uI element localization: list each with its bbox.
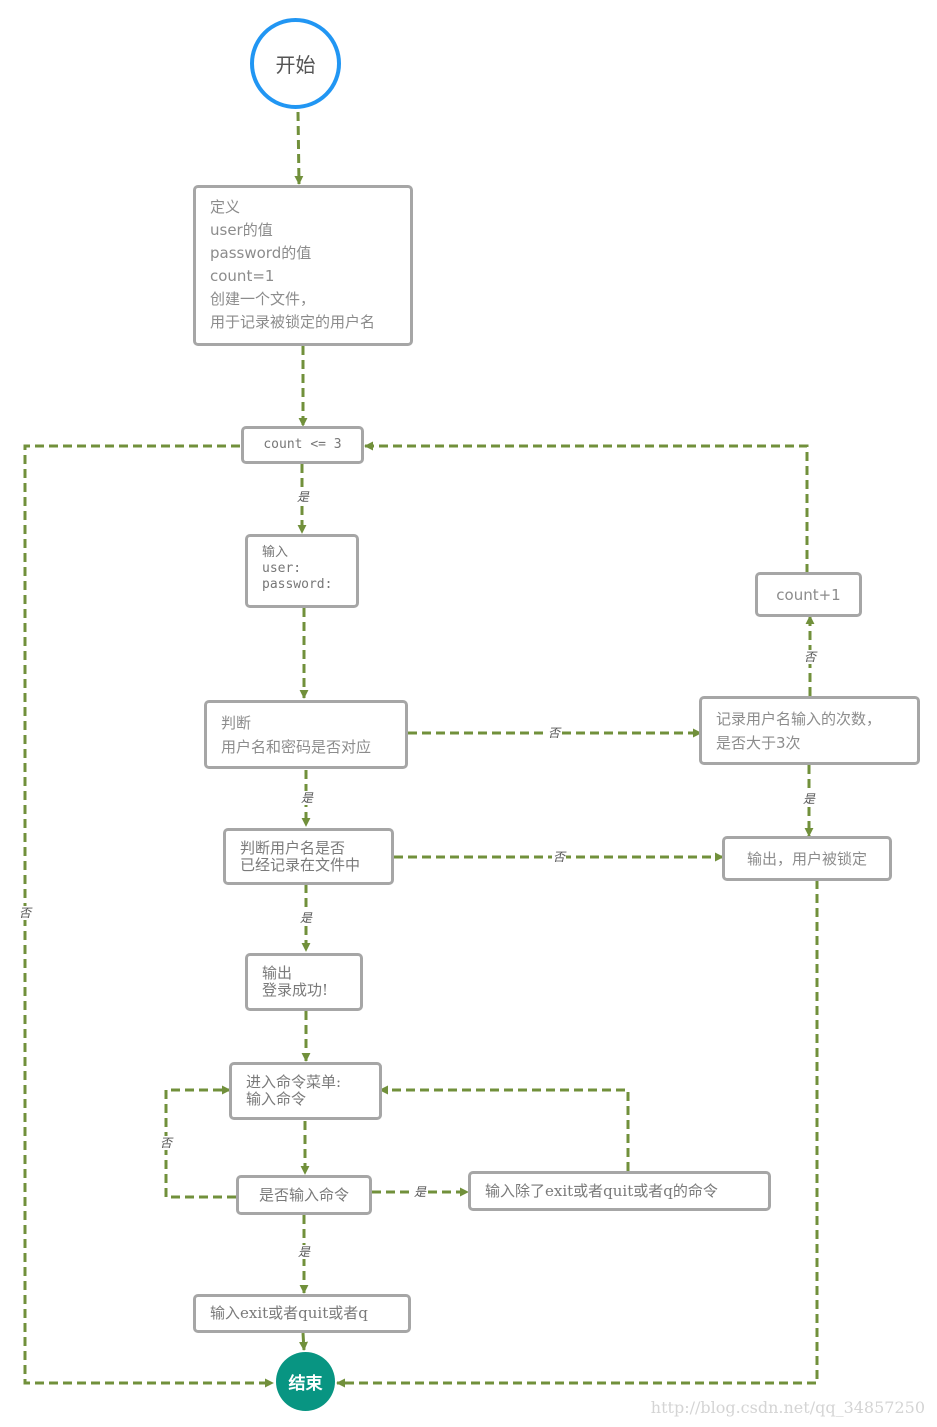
edge-exit-to-end bbox=[299, 1332, 309, 1351]
input-exit-node: 输入exit或者quit或者q bbox=[193, 1294, 411, 1333]
edge-label-cmd-yes-other: 是 bbox=[413, 1185, 428, 1199]
edge-cmdentered-no-to-menu bbox=[164, 1085, 236, 1199]
input-credentials-node: 输入 user: password: bbox=[245, 534, 359, 608]
count-check-node: count <= 3 bbox=[241, 426, 364, 464]
edge-label-match-yes: 是 bbox=[300, 791, 315, 805]
login-success-node: 输出 登录成功! bbox=[245, 953, 363, 1011]
input-other-command-node: 输入除了exit或者quit或者q的命令 bbox=[468, 1171, 771, 1211]
end-node: 结束 bbox=[276, 1352, 335, 1411]
edge-label-count-yes: 是 bbox=[296, 490, 311, 504]
edge-label-over3-no: 否 bbox=[803, 650, 818, 664]
watermark: http://blog.csdn.net/qq_34857250 bbox=[650, 1398, 925, 1417]
count-increment-node: count+1 bbox=[755, 572, 862, 617]
edge-label-cmd-no: 否 bbox=[159, 1136, 174, 1150]
edge-label-locked-no: 否 bbox=[552, 850, 567, 864]
edge-label-match-no: 否 bbox=[547, 726, 562, 740]
record-attempts-node: 记录用户名输入的次数， 是否大于3次 bbox=[699, 696, 920, 765]
output-locked-node: 输出，用户被锁定 bbox=[722, 836, 892, 881]
edge-count-no-to-end bbox=[23, 444, 274, 1388]
define-node: 定义 user的值 password的值 count=1 创建一个文件， 用于记… bbox=[193, 185, 413, 346]
start-node: 开始 bbox=[250, 18, 341, 109]
edge-start-to-define bbox=[294, 111, 304, 185]
edge-label-cmd-yes-exit: 是 bbox=[297, 1245, 312, 1259]
edge-other-to-menu bbox=[379, 1085, 630, 1171]
command-entered-node: 是否输入命令 bbox=[236, 1175, 372, 1215]
judge-match-node: 判断 用户名和密码是否对应 bbox=[204, 700, 408, 769]
command-menu-node: 进入命令菜单: 输入命令 bbox=[229, 1062, 382, 1120]
edge-label-locked-yes: 是 bbox=[299, 911, 314, 925]
edge-label-over3-yes: 是 bbox=[802, 792, 817, 806]
judge-locked-node: 判断用户名是否 已经记录在文件中 bbox=[223, 828, 394, 885]
edge-countinc-to-count bbox=[364, 441, 809, 573]
edge-label-count-no: 否 bbox=[18, 906, 33, 920]
